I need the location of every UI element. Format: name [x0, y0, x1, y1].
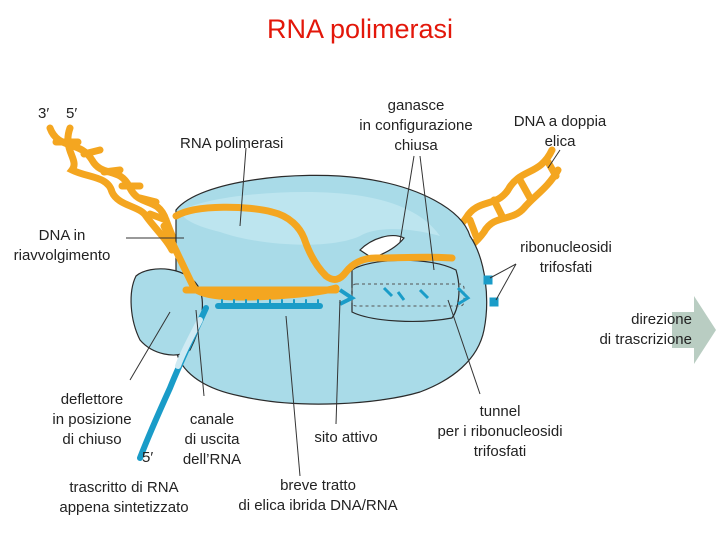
deflector-label-2: in posizione	[52, 411, 131, 428]
tunnel-label-3: trifosfati	[474, 443, 527, 460]
end-3-label: 3′	[38, 105, 49, 122]
rna-polymerase-label: RNA polimerasi	[180, 135, 283, 152]
ntp-label-2: trifosfati	[540, 259, 593, 276]
jaws-label-3: chiusa	[394, 137, 438, 154]
transcript-label-1: trascritto di RNA	[69, 479, 178, 496]
transcript-label-2: appena sintetizzato	[59, 499, 188, 516]
template-dna-strand	[160, 203, 456, 301]
dna-rewinding-label-2: riavvolgimento	[14, 247, 111, 264]
dna-double-helix-label-2: elica	[545, 133, 577, 150]
nucleotide-tunnel	[351, 283, 465, 307]
hybrid-helix-label-1: breve tratto	[280, 477, 356, 494]
transcription-direction-arrow	[672, 296, 716, 364]
direction-label-1: direzione	[631, 311, 692, 328]
ntp-markers	[338, 275, 499, 307]
leader-lines	[126, 147, 561, 477]
dna-double-helix-label-1: DNA a doppia	[514, 113, 607, 130]
exit-channel-label-1: canale	[190, 411, 234, 428]
jaws-label-1: ganasce	[388, 97, 445, 114]
ntp-label-1: ribonucleosidi	[520, 239, 612, 256]
hybrid-helix-label-2: di elica ibrida DNA/RNA	[238, 497, 397, 514]
active-site-label: sito attivo	[314, 429, 377, 446]
end-5-label: 5′	[66, 105, 77, 122]
exit-channel-label-3: dell’RNA	[183, 451, 241, 468]
page-title: RNA polimerasi	[266, 14, 454, 44]
rna-5-end-label: 5′	[142, 449, 153, 466]
dna-rewinding-label-1: DNA in	[39, 227, 86, 244]
deflector-label-3: di chiuso	[62, 431, 121, 448]
direction-label-2: di trascrizione	[599, 331, 692, 348]
tunnel-label-2: per i ribonucleosidi	[437, 423, 562, 440]
jaws-label-2: in configurazione	[359, 117, 472, 134]
deflector-label-1: deflettore	[61, 391, 124, 408]
tunnel-label-1: tunnel	[480, 403, 521, 420]
exit-channel-label-2: di uscita	[184, 431, 240, 448]
